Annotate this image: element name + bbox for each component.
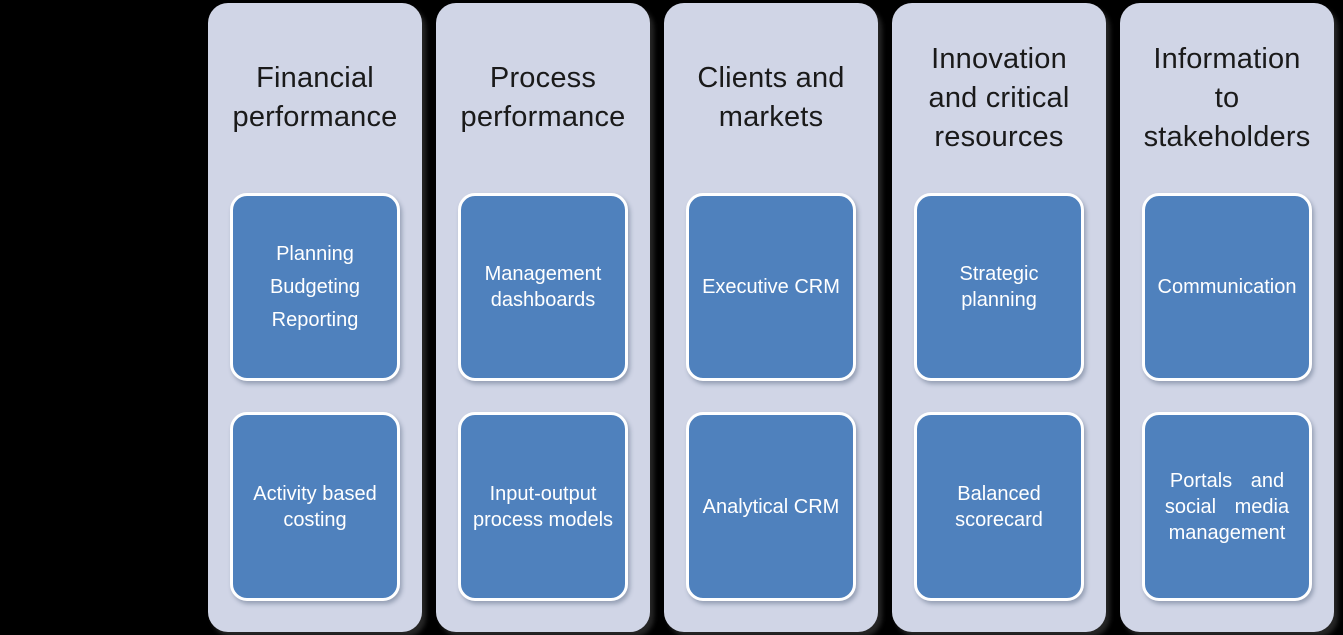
header-line: stakeholders xyxy=(1143,120,1311,153)
box-analytical-crm: Analytical CRM xyxy=(686,412,856,601)
column-header: Innovation and critical resources xyxy=(892,3,1106,193)
box-line: Input-output xyxy=(489,482,597,505)
box-line: management xyxy=(1168,521,1286,544)
column-header: Information to stakeholders xyxy=(1120,3,1334,193)
box-activity-based-costing: Activity based costing xyxy=(230,412,400,601)
header-line: to xyxy=(1214,81,1240,114)
column-financial-performance: Financial performance Planning Budgeting… xyxy=(208,3,422,632)
header-line: performance xyxy=(460,101,626,133)
header-line: Financial xyxy=(256,62,374,94)
box-line: Analytical CRM xyxy=(702,495,840,518)
header-line: Clients and xyxy=(697,62,845,94)
kpi-columns-diagram: Financial performance Planning Budgeting… xyxy=(208,3,1334,632)
column-clients-and-markets: Clients and markets Executive CRM Analyt… xyxy=(664,3,878,632)
column-information-to-stakeholders: Information to stakeholders Communicatio… xyxy=(1120,3,1334,632)
box-line: Budgeting xyxy=(269,275,361,298)
box-line: Portals and xyxy=(1169,469,1285,492)
box-line: social media xyxy=(1164,495,1290,518)
box-input-output-process-models: Input-output process models xyxy=(458,412,628,601)
header-line: resources xyxy=(934,120,1064,153)
box-line: Executive CRM xyxy=(702,276,840,298)
box-management-dashboards: Management dashboards xyxy=(458,193,628,381)
box-line: process models xyxy=(472,508,614,531)
box-line: dashboards xyxy=(490,289,596,311)
box-line: Activity based xyxy=(253,482,377,505)
box-portals-social-media-management: Portals and social media management xyxy=(1142,412,1312,601)
column-innovation-critical-resources: Innovation and critical resources Strate… xyxy=(892,3,1106,632)
header-line: markets xyxy=(718,101,824,133)
box-executive-crm: Executive CRM xyxy=(686,193,856,381)
header-line: and critical xyxy=(928,81,1070,114)
column-header: Process performance xyxy=(436,3,650,193)
column-header: Clients and markets xyxy=(664,3,878,193)
box-planning-budgeting-reporting: Planning Budgeting Reporting xyxy=(230,193,400,381)
box-line: planning xyxy=(961,289,1037,311)
box-line: Management xyxy=(484,263,602,285)
box-communication: Communication xyxy=(1142,193,1312,381)
box-line: Reporting xyxy=(271,308,359,331)
header-line: Information xyxy=(1153,42,1301,75)
column-process-performance: Process performance Management dashboard… xyxy=(436,3,650,632)
column-header: Financial performance xyxy=(208,3,422,193)
header-line: Process xyxy=(489,62,597,94)
box-line: costing xyxy=(283,508,347,531)
box-line: Communication xyxy=(1157,276,1297,298)
box-line: scorecard xyxy=(955,508,1043,531)
box-line: Planning xyxy=(276,242,354,265)
header-line: Innovation xyxy=(931,42,1067,75)
box-strategic-planning: Strategic planning xyxy=(914,193,1084,381)
header-line: performance xyxy=(232,101,398,133)
box-line: Balanced xyxy=(957,482,1041,505)
box-balanced-scorecard: Balanced scorecard xyxy=(914,412,1084,601)
box-line: Strategic xyxy=(959,263,1039,285)
